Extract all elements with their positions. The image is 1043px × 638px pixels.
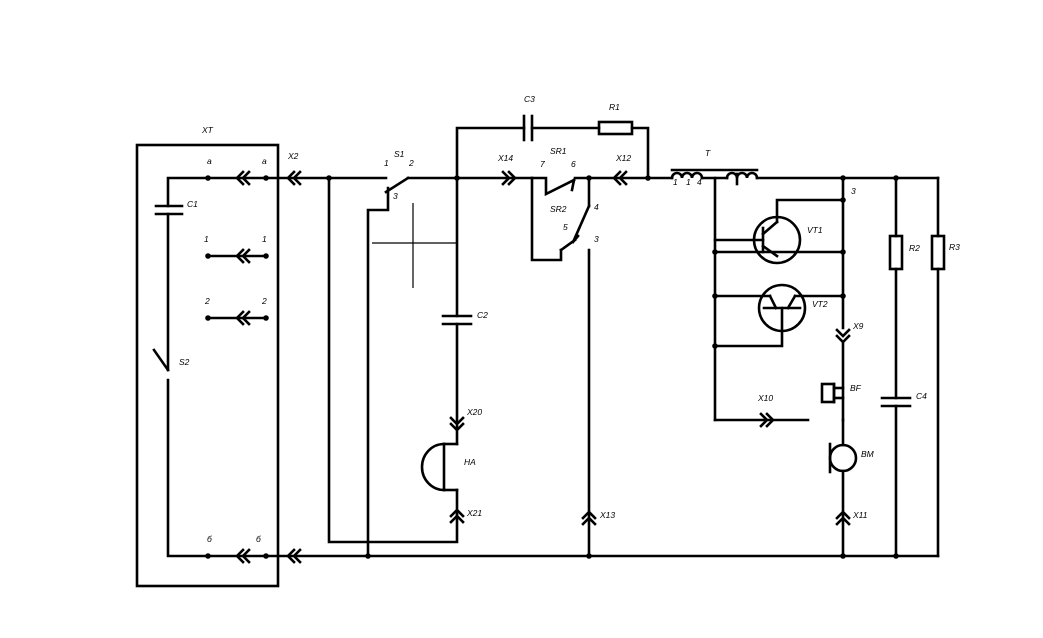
label-s2: S2 <box>179 357 190 367</box>
label-r3: R3 <box>949 242 960 252</box>
label-r1: R1 <box>609 102 620 112</box>
label-x9: X9 <box>852 321 864 331</box>
label-x10: X10 <box>757 393 773 403</box>
top-wire-x2: X2 <box>264 151 388 186</box>
label-x2: X2 <box>287 151 299 161</box>
terminal-rows: a a 1 1 2 2 б б <box>204 156 269 564</box>
label-sr2-pin4: 4 <box>594 202 599 212</box>
label-r2: R2 <box>909 243 920 253</box>
label-c3: C3 <box>524 94 535 104</box>
label-c1: C1 <box>187 199 198 209</box>
c2-ha-branch: C2 X20 HA X21 <box>420 176 488 524</box>
label-s1-pin3: 3 <box>393 191 398 201</box>
label-sr2: SR2 <box>550 204 567 214</box>
label-1-out: 1 <box>262 234 267 244</box>
label-s1: S1 <box>394 149 405 159</box>
label-x21: X21 <box>466 508 482 518</box>
label-b-out: б <box>256 534 262 544</box>
switch-s1: S1 1 2 3 <box>366 149 460 558</box>
label-x14: X14 <box>497 153 513 163</box>
transistor-stage: VT1 VT2 X9 <box>712 176 864 422</box>
label-sr2-pin3: 3 <box>594 234 599 244</box>
transformer-t: T 1 1 4 3 <box>646 148 940 196</box>
label-x13: X13 <box>599 510 615 520</box>
label-sr2-pin5: 5 <box>563 222 568 232</box>
label-1-in: 1 <box>204 234 209 244</box>
label-vt1: VT1 <box>807 225 823 235</box>
label-s1-pin2: 2 <box>408 158 414 168</box>
label-2-out: 2 <box>261 296 267 306</box>
reed-contacts-sr: X14 SR1 7 6 SR2 4 5 3 X12 X13 <box>455 146 651 558</box>
label-sr1: SR1 <box>550 146 567 156</box>
right-rc-network: R2 C4 R3 <box>880 176 960 558</box>
c3-r1-loop: C3 R1 <box>455 94 650 180</box>
label-t-pin1a: 1 <box>673 177 678 187</box>
terminal-block-xt: XT <box>135 125 280 588</box>
label-sr1-pin7: 7 <box>540 159 545 169</box>
label-a-in: a <box>207 156 212 166</box>
label-x11: X11 <box>852 510 868 520</box>
label-x20: X20 <box>466 407 482 417</box>
label-x12: X12 <box>615 153 631 163</box>
label-s1-pin1: 1 <box>384 158 389 168</box>
label-c4: C4 <box>916 391 927 401</box>
label-b-in: б <box>207 534 213 544</box>
label-t-pin3: 3 <box>851 186 856 196</box>
label-t-pin4: 4 <box>697 177 702 187</box>
bf-bm-branch: BF X10 BM X11 <box>713 382 875 558</box>
c1-s2-branch: C1 S2 <box>152 176 210 558</box>
label-t: T <box>705 148 711 158</box>
ha-return-loop <box>327 176 459 544</box>
label-t-pin1b: 1 <box>686 177 691 187</box>
label-a-out: a <box>262 156 267 166</box>
label-2-in: 2 <box>204 296 210 306</box>
label-xt: XT <box>201 125 214 135</box>
label-bf: BF <box>850 383 862 393</box>
label-sr1-pin6: 6 <box>571 159 576 169</box>
label-bm: BM <box>861 449 875 459</box>
label-c2: C2 <box>477 310 488 320</box>
label-ha: HA <box>464 457 476 467</box>
label-vt2: VT2 <box>812 299 828 309</box>
